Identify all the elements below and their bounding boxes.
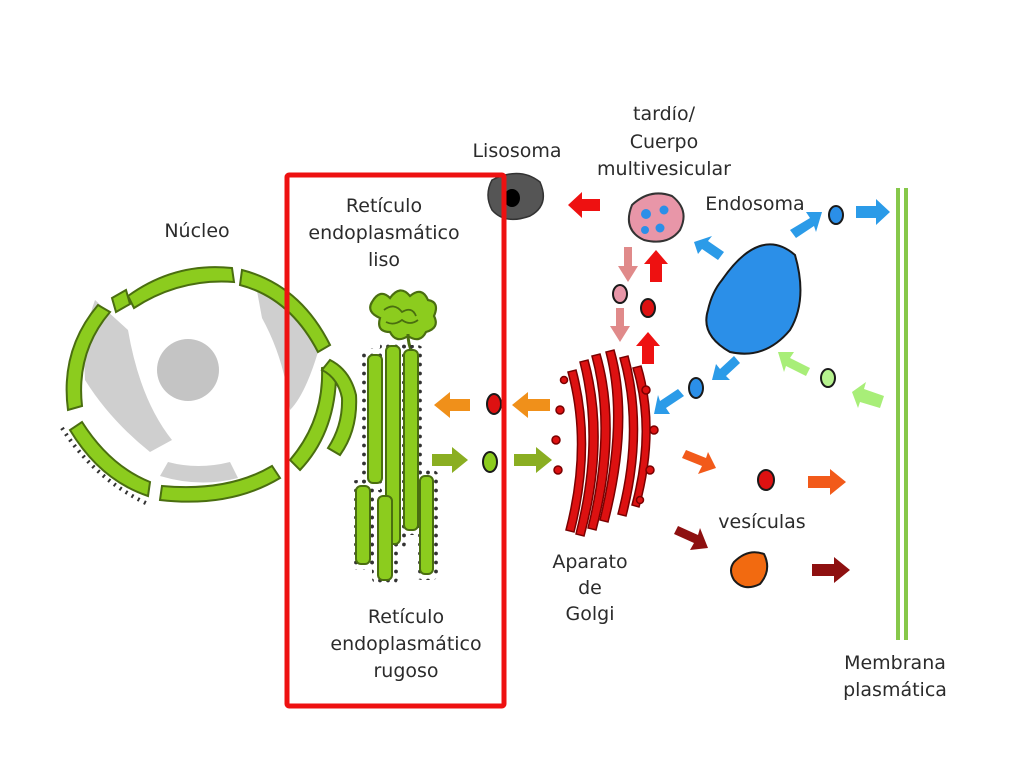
arrow-darkred-to-vesicle (674, 526, 708, 550)
svg-text:endoplasmático: endoplasmático (308, 222, 459, 244)
endosome (705, 243, 802, 355)
vesicle-red-top (640, 298, 656, 318)
svg-text:Membrana: Membrana (844, 652, 946, 674)
plasma-membrane (896, 188, 908, 640)
lysosome (487, 172, 545, 221)
rough-er (350, 340, 439, 585)
vesicles (482, 205, 844, 589)
svg-text:liso: liso (368, 249, 400, 271)
vesicle-red-er (486, 393, 502, 415)
arrow-lightgreen-from-membrane (852, 382, 884, 408)
arrow-up-to-mvb (644, 250, 668, 282)
svg-text:rugoso: rugoso (373, 660, 438, 682)
svg-text:Golgi: Golgi (566, 603, 615, 625)
label-nucleus: Núcleo (164, 220, 229, 242)
arrow-orange-golgi-to-vesicle (512, 392, 550, 418)
svg-text:multivesicular: multivesicular (597, 158, 731, 180)
label-membrane: Membrana plasmática (843, 652, 947, 701)
label-rough-er: Retículo endoplasmático rugoso (330, 606, 481, 682)
highlight-box-er (284, 172, 507, 709)
label-lysosome: Lisosoma (472, 140, 561, 162)
ribosome-studs (60, 426, 151, 507)
arrow-to-lysosome (568, 192, 600, 218)
arrow-orangered-to-vesicle (682, 450, 716, 474)
vesicle-red-right (757, 469, 775, 491)
svg-text:Retículo: Retículo (368, 606, 444, 628)
svg-text:Retículo: Retículo (346, 195, 422, 217)
golgi-apparatus (551, 349, 659, 537)
arrow-lightgreen-left (778, 352, 810, 376)
arrow-endosome-to-mvb (694, 236, 724, 260)
arrow-darkred-to-membrane (812, 557, 850, 583)
nucleus (60, 257, 358, 507)
svg-text:endoplasmático: endoplasmático (330, 633, 481, 655)
svg-text:plasmática: plasmática (843, 679, 947, 701)
label-smooth-er: Retículo endoplasmático liso (308, 195, 459, 271)
vesicle-pink (612, 284, 628, 304)
arrow-blue-right-top (856, 199, 890, 225)
top-crop-mask (560, 0, 780, 106)
arrow-to-golgi-blue (654, 389, 684, 414)
svg-text:Cuerpo: Cuerpo (630, 131, 699, 153)
svg-text:Aparato: Aparato (552, 551, 627, 573)
arrows (432, 192, 890, 583)
arrow-olive-to-vesicle (432, 447, 468, 473)
nucleolus (157, 339, 219, 401)
vesicle-lightgreen (820, 368, 836, 388)
vesicle-blue-golgi (688, 377, 704, 399)
arrow-orange-to-er (434, 392, 470, 418)
label-late-endosome: tardío/ Cuerpo multivesicular (597, 103, 731, 180)
label-vesicles: vesículas (718, 511, 805, 533)
vesicle-blue-top (828, 205, 844, 225)
vesicle-green-er (482, 451, 498, 473)
vesicle-orange (730, 551, 769, 589)
arrow-orangered-to-membrane (808, 469, 846, 495)
arrow-pink-down-golgi (610, 308, 630, 342)
svg-text:tardío/: tardío/ (633, 103, 696, 125)
label-golgi: Aparato de Golgi (552, 551, 627, 625)
label-endosome: Endosoma (705, 193, 804, 215)
arrow-olive-to-golgi (514, 447, 552, 473)
arrow-endosome-down (712, 356, 740, 380)
late-endosome-mvb (628, 192, 685, 243)
arrow-to-endosome-top (790, 212, 822, 238)
nuclear-envelope (65, 266, 358, 503)
arrow-red-up-golgi (636, 332, 660, 364)
smooth-er (369, 289, 438, 353)
svg-text:de: de (578, 577, 602, 599)
arrow-mvb-down (618, 247, 638, 282)
